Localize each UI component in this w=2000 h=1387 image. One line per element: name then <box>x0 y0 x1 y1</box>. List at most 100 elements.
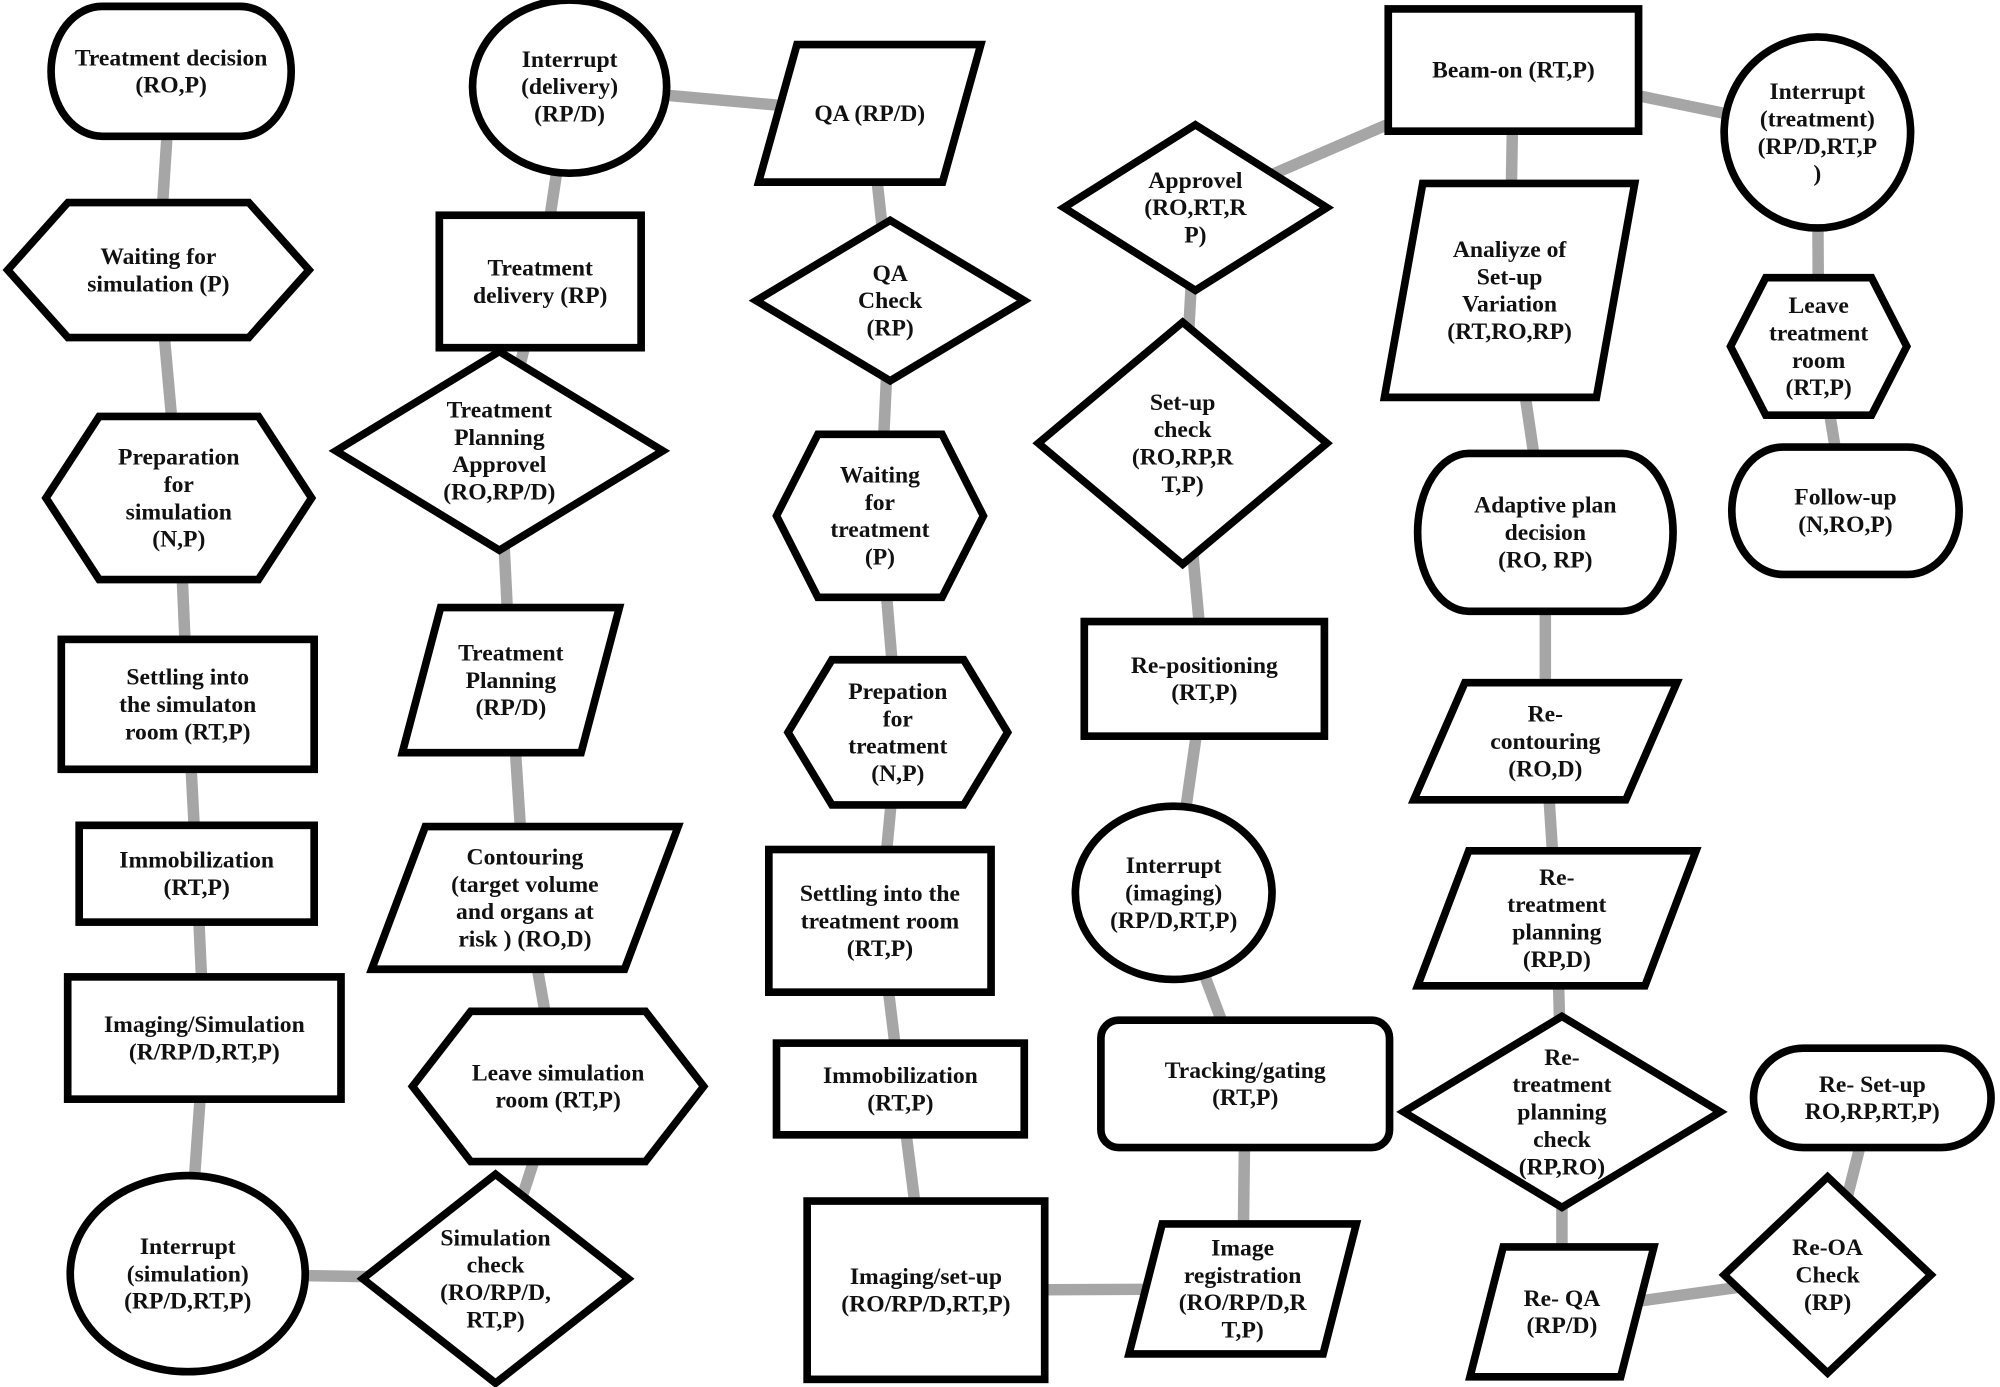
ellipse-shape <box>1071 802 1276 984</box>
ellipse-shape <box>1720 33 1915 232</box>
rect-shape <box>765 845 995 996</box>
diamond-shape <box>328 347 671 555</box>
node-followup[interactable]: Follow-up(N,RO,P) <box>1727 443 1963 579</box>
hexagon-shape <box>783 655 1013 809</box>
node-repositioning[interactable]: Re-positioning(RT,P) <box>1080 617 1329 740</box>
node-label-line: simulation <box>126 499 232 525</box>
node-label-line: Settling into the <box>800 881 960 907</box>
node-interrupt-sim[interactable]: Interrupt(simulation)(RP/D,RT,P) <box>66 1171 310 1376</box>
hexagon-shape <box>1726 273 1912 420</box>
node-tracking[interactable]: Tracking/gating(RT,P) <box>1097 1016 1394 1152</box>
rect-shape <box>772 1039 1029 1139</box>
node-label-line: Re- <box>1544 1045 1579 1071</box>
node-label-line: Prepation <box>848 679 947 705</box>
node-label-line: (RT,P) <box>867 1090 933 1116</box>
node-treatment-decision[interactable]: Treatment decision(RO,P) <box>47 2 296 141</box>
node-label-line: Treatment <box>447 397 552 423</box>
node-label-line: (RO,D) <box>1508 756 1582 782</box>
node-label-line: RO,RP,RT,P) <box>1805 1099 1940 1125</box>
node-immob-sim[interactable]: Immobilization(RT,P) <box>75 821 319 926</box>
node-label-line: (delivery) <box>521 74 618 100</box>
node-label-line: treatment room <box>801 909 960 935</box>
node-label-line: (RT,P) <box>1786 375 1852 401</box>
node-interrupt-tx[interactable]: Interrupt(treatment)(RP/D,RT,P) <box>1720 33 1915 232</box>
node-imaging-setup[interactable]: Imaging/set-up(RO/RP/D,RT,P) <box>803 1197 1049 1384</box>
node-label-line: Approvel <box>452 452 546 478</box>
node-label-line: Re- <box>1528 702 1563 728</box>
rect-shape <box>75 821 319 926</box>
node-immob-tx[interactable]: Immobilization(RT,P) <box>772 1039 1029 1139</box>
node-interrupt-delivery[interactable]: Interrupt(delivery)(RP/D) <box>468 0 671 178</box>
node-beam-on[interactable]: Beam-on (RT,P) <box>1384 5 1643 136</box>
node-label-line: registration <box>1184 1263 1302 1289</box>
node-label-line: QA (RP/D) <box>814 101 925 127</box>
parallelogram-shape <box>366 822 684 974</box>
hexagon-shape <box>41 412 317 584</box>
node-label-line: Tracking/gating <box>1165 1058 1326 1084</box>
node-label-line: treatment <box>1769 320 1868 346</box>
node-label-line: (RO, RP) <box>1498 547 1592 573</box>
node-label-line: T,P) <box>1162 472 1204 498</box>
node-label-line: Re- QA <box>1524 1286 1601 1312</box>
node-approval[interactable]: Approvel(RO,RT,RP) <box>1056 120 1335 295</box>
node-label-line: Imaging/set-up <box>850 1264 1002 1290</box>
node-label-line: (RO,RP,R <box>1132 445 1234 471</box>
node-label-line: (N,RO,P) <box>1798 512 1892 538</box>
node-label-line: Planning <box>454 425 545 451</box>
diamond-shape <box>356 1169 635 1387</box>
node-label-line: (RP/D,RT,P) <box>1110 908 1237 934</box>
node-label-line: (simulation) <box>127 1261 249 1287</box>
node-label-line: (N,P) <box>152 527 205 553</box>
node-label-line: Variation <box>1462 292 1557 318</box>
node-label-line: (RP,D) <box>1523 947 1591 973</box>
ellipse-shape <box>468 0 671 178</box>
node-label-line: risk ) (RO,D) <box>458 927 591 953</box>
node-label-line: Interrupt <box>1769 79 1865 105</box>
node-label-line: Interrupt <box>140 1234 236 1260</box>
node-label-line: Beam-on (RT,P) <box>1432 58 1595 84</box>
node-label-line: check <box>467 1253 526 1279</box>
terminator-shape <box>1749 1044 1995 1152</box>
node-qa[interactable]: QA (RP/D) <box>753 40 986 186</box>
hexagon-shape <box>2 198 315 342</box>
hexagon-shape <box>407 1007 709 1166</box>
parallelogram-shape <box>753 40 986 186</box>
node-label-line: Adaptive plan <box>1474 493 1616 519</box>
node-label-line: (RO/RP/D,R <box>1179 1290 1308 1316</box>
node-label-line: treatment <box>1507 892 1606 918</box>
node-label-line: Immobilization <box>119 848 274 874</box>
parallelogram-shape <box>1412 846 1702 990</box>
rect-shape <box>803 1197 1049 1384</box>
node-imaging-sim[interactable]: Imaging/Simulation(R/RP/D,RT,P) <box>63 973 345 1103</box>
node-label-line: RT,P) <box>466 1307 524 1333</box>
node-recontouring[interactable]: Re-contouring(RO,D) <box>1407 678 1683 804</box>
node-label-line: planning <box>1512 920 1601 946</box>
node-reqa[interactable]: Re- QA(RP/D) <box>1465 1243 1659 1381</box>
node-interrupt-imaging[interactable]: Interrupt(imaging)(RP/D,RT,P) <box>1071 802 1276 984</box>
node-label-line: Re-OA <box>1792 1235 1863 1261</box>
node-label-line: contouring <box>1490 729 1600 755</box>
